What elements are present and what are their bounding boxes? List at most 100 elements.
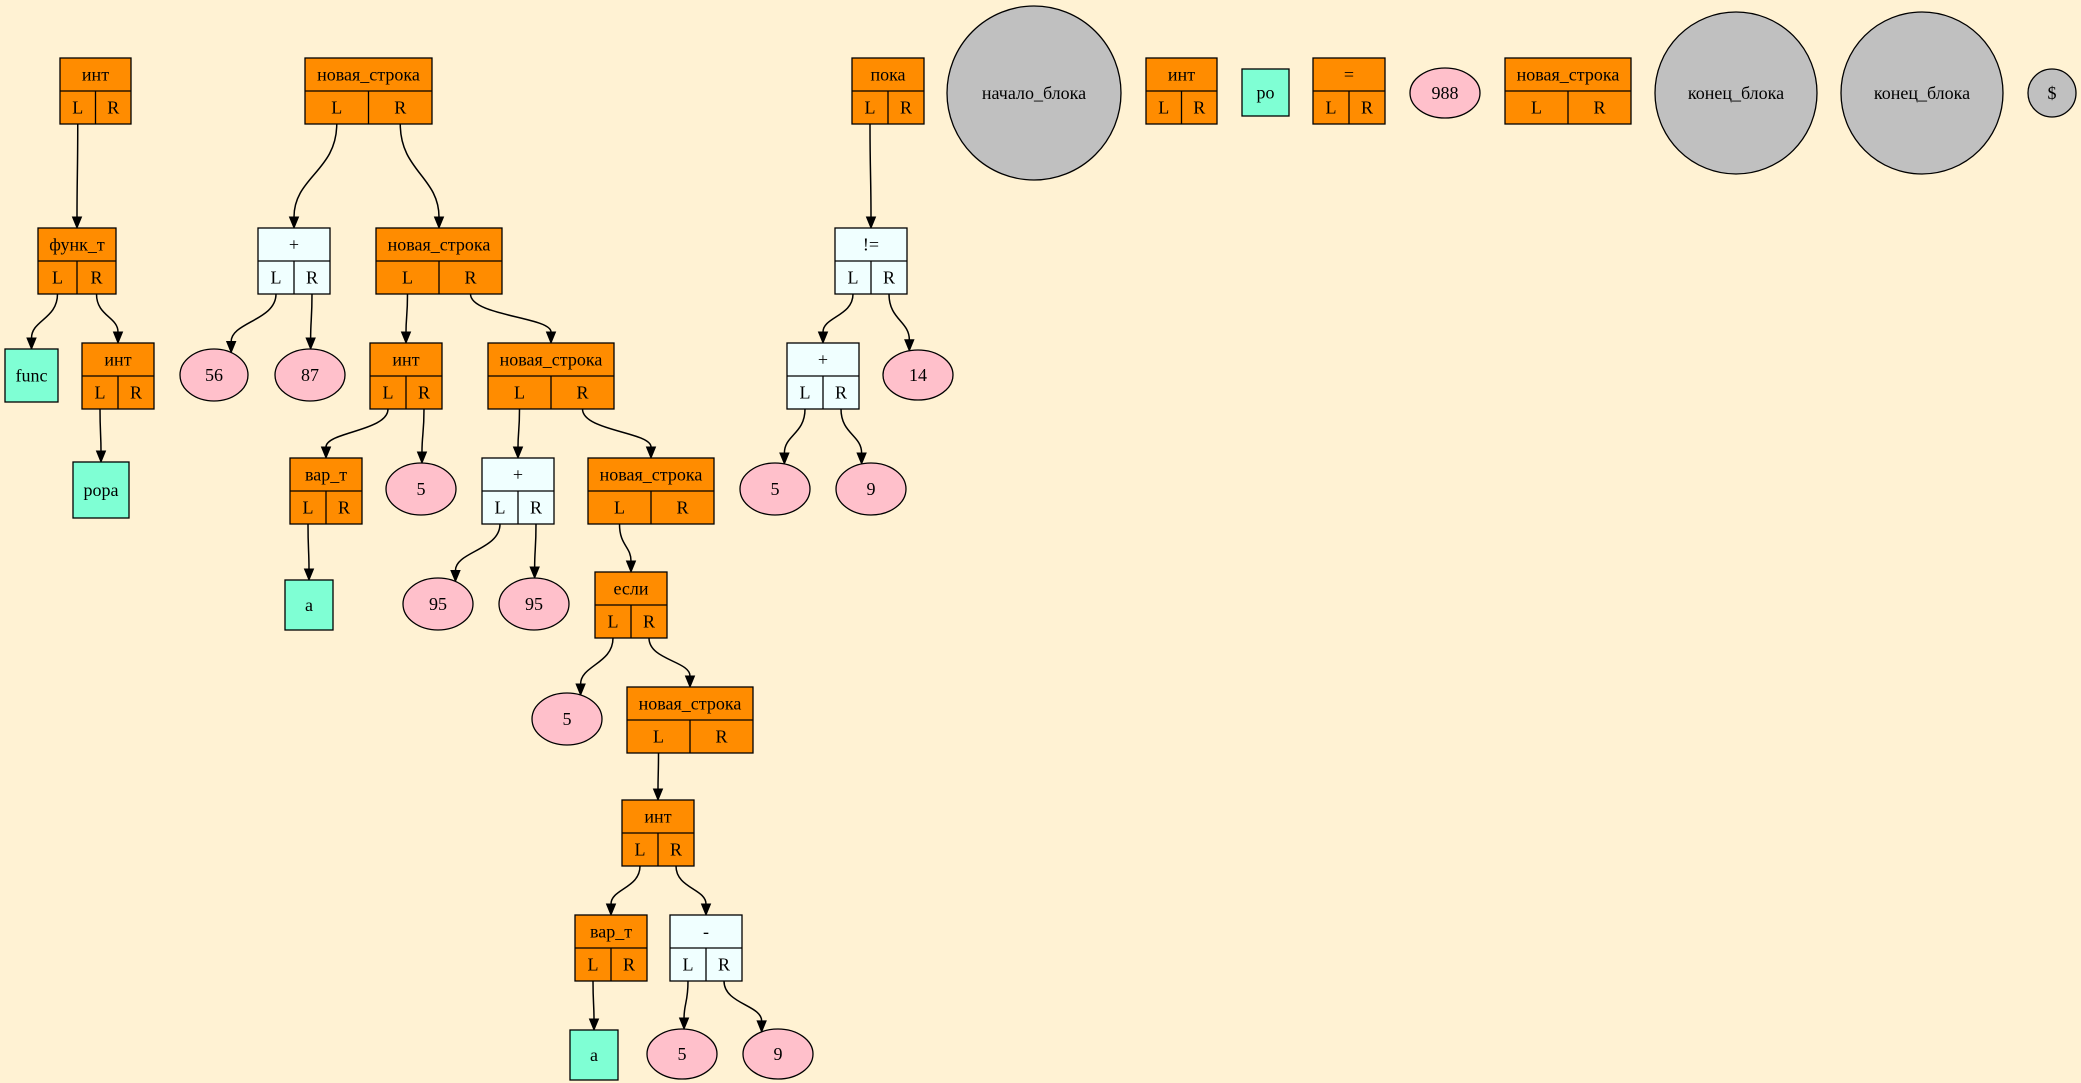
- node-ellipse: 14: [882, 349, 954, 401]
- tree-edge: [648, 637, 691, 677]
- node-label: новая_строка: [500, 350, 603, 370]
- node-label: 5: [563, 709, 572, 729]
- number-ellipse: [742, 1028, 814, 1080]
- left-port-label: L: [614, 498, 625, 518]
- block-circle: [1840, 11, 2004, 175]
- node-label: инт: [644, 807, 671, 827]
- node-ellipse: 5: [531, 692, 603, 746]
- tree-edge: [399, 123, 440, 218]
- tree-edge: [469, 293, 552, 333]
- node-label: +: [513, 465, 523, 485]
- node-label: 5: [771, 479, 780, 499]
- arrowhead: [225, 341, 237, 354]
- number-ellipse: [274, 348, 346, 402]
- number-ellipse: [498, 577, 570, 631]
- node-label: инт: [392, 350, 419, 370]
- tree-edge: [533, 523, 537, 568]
- tree-edge: [618, 523, 632, 562]
- identifier-box: [569, 1029, 619, 1081]
- arrowhead: [678, 1017, 690, 1031]
- node-label: 9: [774, 1044, 783, 1064]
- number-ellipse: [531, 692, 603, 746]
- tree-edge: [610, 865, 641, 905]
- tree-edge: [657, 752, 660, 790]
- number-ellipse: [385, 462, 457, 516]
- left-port-label: L: [331, 98, 342, 118]
- node-label: 14: [909, 365, 927, 385]
- node-ellipse: 988: [1409, 67, 1481, 119]
- arrowhead: [856, 452, 867, 466]
- node-ellipse: 9: [742, 1028, 814, 1080]
- arrowhead: [904, 339, 915, 353]
- node-label: po: [1257, 83, 1275, 103]
- node-box: a: [569, 1029, 619, 1081]
- right-port-label: R: [130, 383, 142, 403]
- node-label: конец_блока: [1874, 83, 1970, 103]
- arrowhead: [416, 451, 428, 465]
- node-ellipse: 87: [274, 348, 346, 402]
- left-port-label: L: [608, 612, 619, 632]
- node-label: инт: [104, 350, 131, 370]
- node-label: 95: [525, 594, 543, 614]
- node-label: 87: [301, 365, 319, 385]
- arrowhead: [400, 331, 412, 345]
- node-ellipse: 5: [385, 462, 457, 516]
- node-label: начало_блока: [982, 83, 1086, 103]
- right-port-label: R: [670, 840, 682, 860]
- arrowhead: [71, 216, 83, 230]
- tree-edge: [30, 293, 59, 339]
- left-port-label: L: [635, 840, 646, 860]
- arrowhead: [645, 446, 657, 460]
- arrowhead: [605, 903, 617, 917]
- tree-edge: [675, 865, 707, 905]
- left-port-label: L: [848, 268, 859, 288]
- arrowhead: [684, 675, 696, 689]
- node-box: func: [4, 348, 59, 403]
- right-port-label: R: [394, 98, 406, 118]
- arrowhead: [288, 216, 300, 230]
- node-ellipse: 95: [498, 577, 570, 631]
- right-port-label: R: [418, 383, 430, 403]
- arrowhead: [305, 337, 316, 351]
- edges-layer: [26, 123, 915, 1034]
- tree-edge: [888, 293, 911, 340]
- left-port-label: L: [383, 383, 394, 403]
- tree-edge: [405, 293, 409, 333]
- right-port-label: R: [107, 98, 119, 118]
- node-label: a: [305, 595, 313, 615]
- left-port-label: L: [683, 955, 694, 975]
- node-ellipse: 5: [646, 1028, 718, 1080]
- node-label: func: [16, 366, 48, 386]
- block-circle: [2027, 68, 2077, 118]
- left-port-label: L: [1158, 98, 1169, 118]
- left-port-label: L: [495, 498, 506, 518]
- tree-edge: [723, 980, 763, 1022]
- tree-edge: [293, 123, 338, 218]
- node-label: новая_строка: [317, 65, 420, 85]
- node-label: =: [1344, 65, 1354, 85]
- left-port-label: L: [1326, 98, 1337, 118]
- left-port-label: L: [271, 268, 282, 288]
- tree-edge: [683, 980, 689, 1019]
- node-label: !=: [863, 235, 879, 255]
- tree-edge: [454, 523, 501, 571]
- left-port-label: L: [303, 498, 314, 518]
- right-port-label: R: [718, 955, 730, 975]
- node-box: popa: [72, 461, 130, 519]
- node-label: -: [703, 922, 709, 942]
- right-port-label: R: [576, 383, 588, 403]
- tree-edge: [99, 408, 102, 452]
- arrowhead: [575, 683, 586, 697]
